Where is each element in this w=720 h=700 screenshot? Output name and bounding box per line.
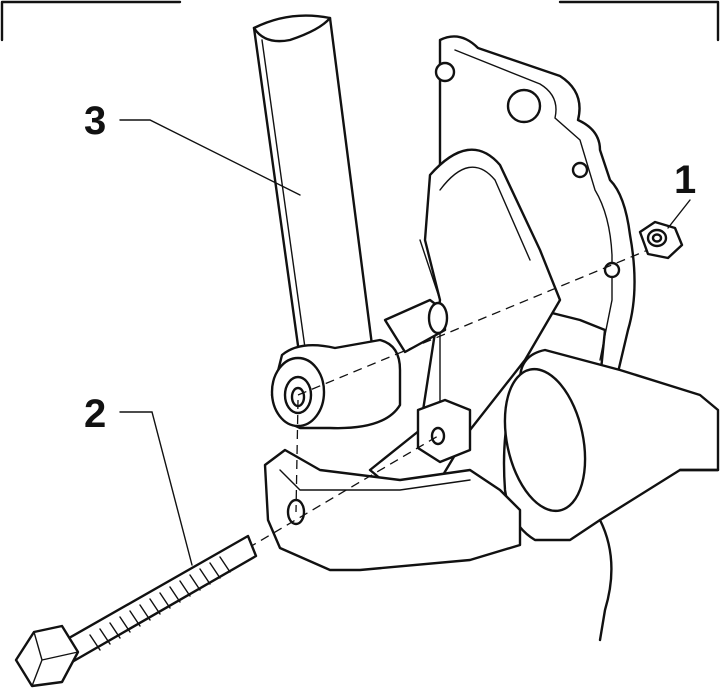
leader-line-1 xyxy=(667,199,691,229)
knuckle-body xyxy=(368,148,562,497)
callout-1: 1 xyxy=(674,158,697,202)
strut-eye xyxy=(270,298,449,430)
frame-top-right xyxy=(558,0,720,42)
nut xyxy=(638,220,684,260)
callout-2: 2 xyxy=(84,392,107,436)
mounting-flange xyxy=(434,35,636,400)
clamp-bracket xyxy=(263,398,522,572)
bolt xyxy=(14,534,258,688)
axle-boss xyxy=(502,348,720,642)
leader-line-2 xyxy=(119,411,193,566)
frame-top-left xyxy=(0,0,182,42)
leader-line-3 xyxy=(119,119,301,196)
assembly-axis-upper xyxy=(297,244,661,396)
assembly-axis-lower xyxy=(247,435,439,549)
callout-3: 3 xyxy=(84,99,107,143)
strut-tube xyxy=(252,14,374,362)
assembly-axis-bolt-path xyxy=(295,399,299,513)
